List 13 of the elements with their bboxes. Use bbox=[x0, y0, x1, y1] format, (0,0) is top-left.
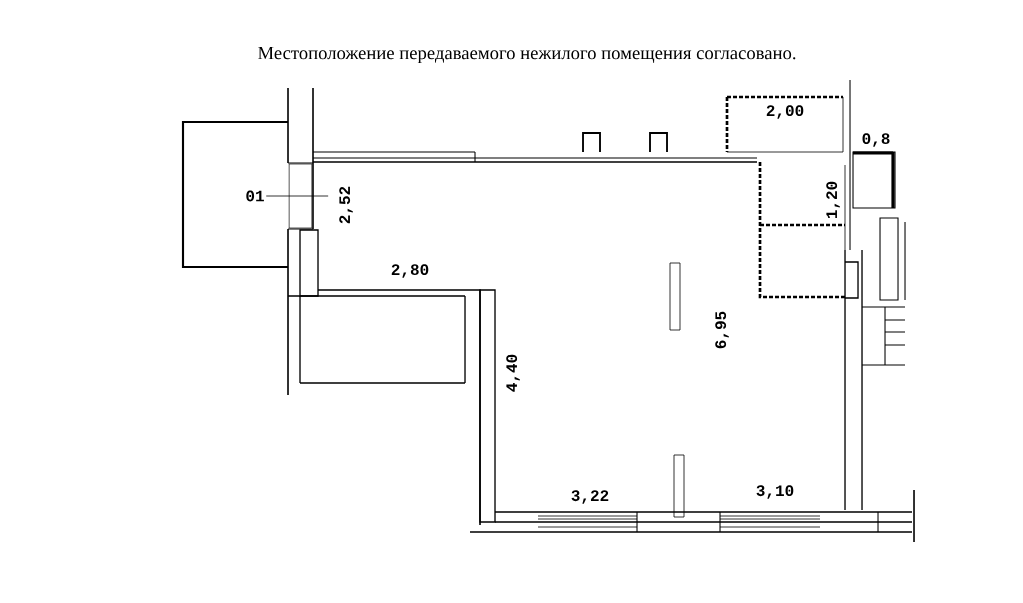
dimension-label: 3,10 bbox=[756, 485, 794, 499]
leader-line bbox=[265, 195, 329, 197]
door-opening bbox=[288, 163, 313, 229]
dimension-label: 4,40 bbox=[506, 354, 520, 392]
dimension-label: 6,95 bbox=[715, 311, 729, 349]
dimension-label: 2,00 bbox=[766, 105, 804, 119]
dimension-label: 1,20 bbox=[826, 181, 840, 219]
dimension-label: 0,8 bbox=[862, 133, 890, 147]
room-number: 01 bbox=[246, 190, 264, 202]
dimension-label: 2,80 bbox=[391, 264, 429, 278]
dimension-label: 2,52 bbox=[339, 186, 353, 224]
dimension-label: 3,22 bbox=[571, 490, 609, 504]
title: Местоположение передаваемого нежилого помещения согласовано. bbox=[258, 46, 796, 64]
